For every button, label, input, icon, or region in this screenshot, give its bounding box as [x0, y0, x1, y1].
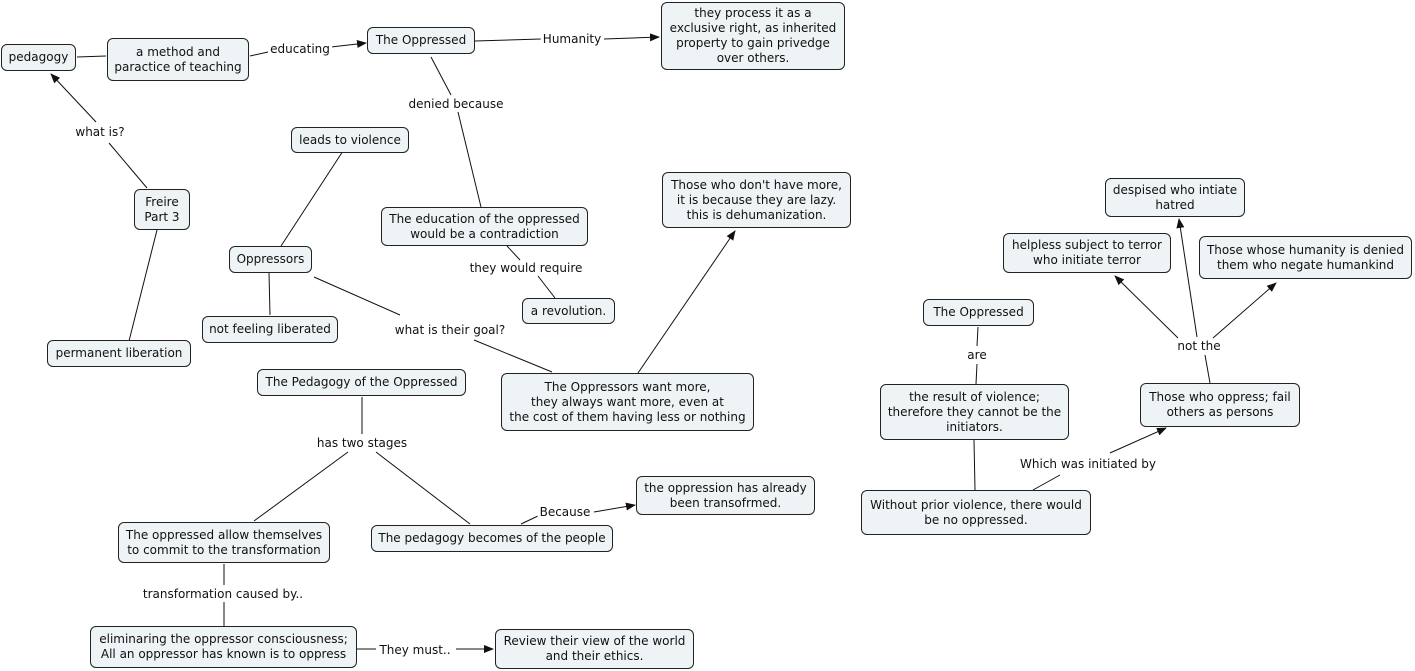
link-label-two-stages: has two stages [314, 436, 410, 450]
link-label-are: are [965, 348, 989, 362]
link-notthe-despised [1176, 218, 1198, 338]
link-oppressedright-are [976, 326, 979, 347]
node-lazy-dehumanization[interactable]: Those who don't have more, it is because… [662, 172, 851, 228]
link-oppressors-notliberated [268, 272, 271, 316]
link-label-humanity: Humanity [540, 32, 604, 46]
link-whatis-pedagogy [50, 73, 97, 123]
link-label-their-goal: what is their goal? [392, 323, 508, 337]
link-method-educating [249, 51, 269, 57]
link-educating-oppressed [330, 40, 367, 48]
link-label-they-must: They must.. [377, 643, 453, 657]
node-eliminating-consciousness[interactable]: eliminaring the oppressor consciousness;… [90, 626, 357, 668]
node-pedagogy-people[interactable]: The pedagogy becomes of the people [371, 525, 613, 552]
link-freire-permanent [128, 229, 158, 342]
link-violence-oppressors [280, 150, 344, 247]
node-without-violence[interactable]: Without prior violence, there would be n… [861, 490, 1091, 535]
link-pedagogy-method [76, 55, 107, 58]
node-those-oppress[interactable]: Those who oppress; fail others as person… [1140, 383, 1300, 427]
link-goal-wantmore [473, 339, 553, 373]
link-label-initiated-by: Which was initiated by [1018, 457, 1158, 471]
link-oppressed-humanity [474, 38, 542, 42]
node-despised-hatred[interactable]: despised who intiate hatred [1105, 178, 1245, 217]
link-oppress-notthe [1204, 354, 1211, 384]
link-education-require [506, 245, 521, 261]
node-oppressors[interactable]: Oppressors [229, 246, 312, 273]
node-not-liberated[interactable]: not feeling liberated [202, 316, 338, 343]
node-leads-violence[interactable]: leads to violence [291, 127, 409, 153]
link-without-initiated [1032, 474, 1061, 491]
link-because-transformed [593, 502, 636, 513]
node-revolution[interactable]: a revolution. [522, 298, 615, 324]
link-twostages-people [375, 451, 471, 525]
node-pedagogy[interactable]: pedagogy [1, 44, 76, 71]
link-oppressors-goal [313, 276, 401, 316]
link-label-what-is: what is? [73, 125, 127, 139]
link-oppressed-denied [430, 56, 452, 96]
link-are-result [975, 363, 978, 385]
link-label-denied-because: denied because [406, 97, 506, 111]
link-people-because [520, 515, 539, 525]
node-review-world[interactable]: Review their view of the world and their… [495, 629, 694, 669]
node-inherited-right[interactable]: they process it as a exclusive right, as… [661, 2, 845, 70]
link-result-without [973, 439, 976, 491]
node-oppressed-right[interactable]: The Oppressed [923, 299, 1034, 326]
link-label-not-the: not the [1175, 339, 1223, 353]
node-oppressors-want-more[interactable]: The Oppressors want more, they always wa… [501, 373, 754, 431]
link-denied-education [457, 111, 482, 208]
link-wantmore-lazy [637, 230, 736, 374]
node-oppressed-top[interactable]: The Oppressed [367, 27, 475, 54]
node-result-violence[interactable]: the result of violence; therefore they c… [880, 384, 1069, 440]
link-freire-whatis [108, 142, 148, 189]
node-already-transformed[interactable]: the oppression has already been transofr… [636, 476, 815, 515]
node-education-contradiction[interactable]: The education of the oppressed would be … [381, 207, 588, 246]
link-initiated-oppress [1109, 427, 1167, 454]
node-permanent-liberation[interactable]: permanent liberation [47, 340, 191, 367]
link-twostages-allow [253, 451, 349, 522]
link-label-because: Because [537, 505, 593, 519]
link-label-would-require: they would require [467, 261, 585, 275]
node-humanity-denied[interactable]: Those whose humanity is denied them who … [1199, 236, 1412, 279]
node-pedagogy-oppressed[interactable]: The Pedagogy of the Oppressed [257, 369, 466, 396]
link-label-educating: educating [268, 42, 332, 56]
link-notthe-humanity [1212, 282, 1277, 339]
node-method-teaching[interactable]: a method and paractice of teaching [107, 38, 249, 81]
link-humanity-inherited [603, 33, 660, 42]
link-require-revolution [537, 275, 556, 299]
node-helpless-terror[interactable]: helpless subject to terror who initiate … [1003, 233, 1171, 273]
node-allow-themselves[interactable]: The oppressed allow themselves to commit… [118, 522, 330, 563]
link-label-caused-by: transformation caused by.. [140, 587, 306, 601]
node-freire-part3[interactable]: Freire Part 3 [134, 189, 190, 230]
link-notthe-helpless [1114, 275, 1179, 339]
